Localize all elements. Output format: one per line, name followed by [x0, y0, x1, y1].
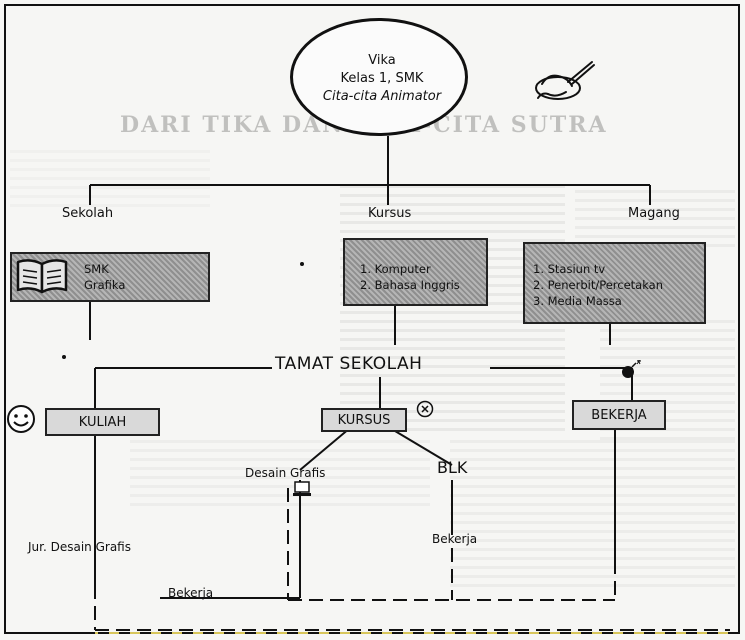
sad-face-icon [416, 400, 434, 418]
magang-item-2: 2. Penerbit/Percetakan [533, 278, 663, 293]
tamat-sekolah-label: TAMAT SEKOLAH [275, 354, 422, 374]
kursus-item-1: 1. Komputer [360, 262, 431, 277]
pen-hand-icon [528, 58, 598, 104]
smiley-icon [6, 404, 36, 434]
center-class: Kelas 1, SMK [293, 71, 471, 86]
dot-mark [62, 355, 66, 359]
blk-label: BLK [437, 458, 467, 477]
bekerja-label: BEKERJA [591, 408, 646, 423]
center-name: Vika [293, 53, 471, 68]
bekerja-blk-label: Bekerja [432, 532, 477, 546]
magang-item-1: 1. Stasiun tv [533, 262, 605, 277]
jurusan-desain-grafis-label: Jur. Desain Grafis [28, 540, 131, 554]
kursus-outcome-label: KURSUS [338, 413, 391, 428]
book-icon [14, 256, 70, 296]
branch-label-sekolah: Sekolah [62, 206, 113, 221]
dot-mark [300, 262, 304, 266]
kuliah-box: KULIAH [45, 408, 160, 436]
kuliah-label: KULIAH [79, 415, 126, 430]
bomb-icon [620, 360, 642, 380]
magang-item-3: 3. Media Massa [533, 294, 622, 309]
center-node: Vika Kelas 1, SMK Cita-cita Animator [290, 18, 468, 136]
center-dream: Cita-cita Animator [293, 89, 471, 104]
branch-label-magang: Magang [628, 206, 680, 221]
branch-label-kursus: Kursus [368, 206, 411, 221]
bekerja-box: BEKERJA [572, 400, 666, 430]
computer-icon [292, 480, 312, 498]
bekerja-bottom-label: Bekerja [168, 586, 213, 600]
desain-grafis-label: Desain Grafis [245, 466, 325, 480]
kursus-item-2: 2. Bahasa Inggris [360, 278, 460, 293]
sekolah-box-line2: Grafika [84, 278, 125, 293]
sekolah-box-line1: SMK [84, 262, 109, 277]
kursus-outcome-box: KURSUS [321, 408, 407, 432]
